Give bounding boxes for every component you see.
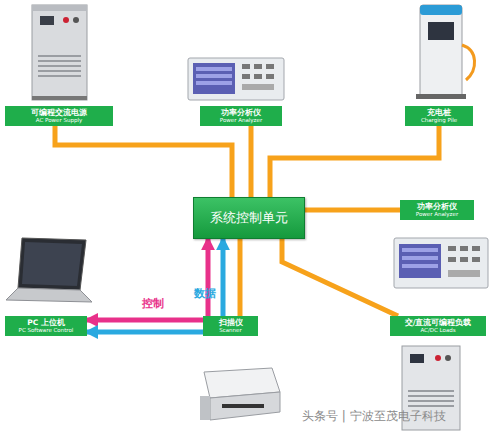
node-subtitle: Power Analyzer xyxy=(220,117,262,124)
node-title: 可编程交流电源 xyxy=(31,108,87,117)
analyzer-illustration xyxy=(188,58,284,100)
control-unit: 系统控制单元 xyxy=(193,197,305,239)
edge-label: 数据 xyxy=(194,286,216,301)
node-subtitle: Charging Pile xyxy=(421,117,457,124)
node-title: 功率分析仪 xyxy=(221,108,261,117)
connector-line xyxy=(305,208,400,213)
node-subtitle: AC Power Supply xyxy=(36,117,82,124)
node-subtitle: Power Analyzer xyxy=(416,211,458,218)
node-title: PC 上位机 xyxy=(27,318,65,327)
connector-line xyxy=(270,126,439,197)
connector-line xyxy=(238,239,243,316)
node-subtitle: AC/DC Loads xyxy=(420,327,455,334)
device-label: 功率分析仪Power Analyzer xyxy=(200,106,282,126)
node-subtitle: Scanner xyxy=(219,327,242,334)
connector-line xyxy=(282,239,398,316)
edge-label: 控制 xyxy=(142,296,164,311)
connector-line xyxy=(55,126,232,197)
device-label: 功率分析仪Power Analyzer xyxy=(400,200,474,220)
node-title: 功率分析仪 xyxy=(417,202,457,211)
analyzer-illustration xyxy=(394,238,488,288)
cabinet-illustration xyxy=(32,5,87,100)
node-title: 交/直流可编程负载 xyxy=(405,318,472,327)
connector-line xyxy=(87,239,208,320)
device-label: 扫描仪Scanner xyxy=(203,316,258,336)
watermark: 头条号 | 宁波至茂电子科技 xyxy=(302,408,446,425)
charging-pile-illustration xyxy=(416,5,475,99)
node-subtitle: PC Software Control xyxy=(19,327,74,334)
laptop-illustration xyxy=(6,238,92,302)
device-label: 可编程交流电源AC Power Supply xyxy=(5,106,113,126)
device-label: 充电桩Charging Pile xyxy=(405,106,473,126)
scanner-illustration xyxy=(200,368,280,420)
node-title: 系统控制单元 xyxy=(210,210,288,226)
node-title: 扫描仪 xyxy=(219,318,243,327)
device-label: PC 上位机PC Software Control xyxy=(5,316,87,336)
device-label: 交/直流可编程负载AC/DC Loads xyxy=(390,316,486,336)
node-title: 充电桩 xyxy=(427,108,451,117)
connector-line xyxy=(249,126,254,197)
